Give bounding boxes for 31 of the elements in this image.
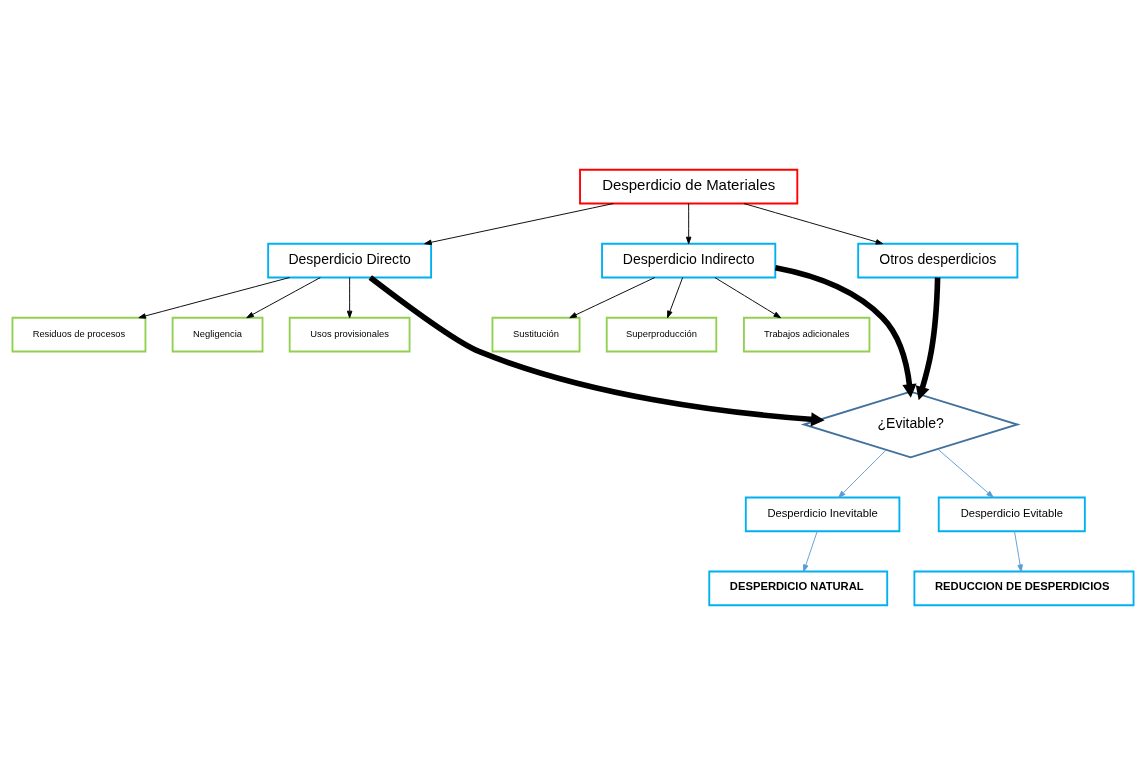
node-box: DESPERDICIO NATURAL <box>708 570 889 606</box>
arrow <box>368 274 825 426</box>
arrow <box>138 276 291 319</box>
arrow <box>937 448 994 498</box>
node-box: Trabajos adicionales <box>743 316 871 352</box>
arrow <box>774 264 917 398</box>
node-box: Desperdicio de Materiales <box>579 168 799 204</box>
arrow <box>838 448 887 498</box>
arrow <box>667 276 684 318</box>
node-box: Residuos de procesos <box>11 316 147 352</box>
arrow <box>1014 530 1023 572</box>
arrow <box>246 276 321 318</box>
arrow <box>685 202 692 244</box>
node-box: Desperdicio Indirecto <box>601 242 777 278</box>
node-box: Negligencia <box>171 316 264 352</box>
node-diamond: ¿Evitable? <box>800 390 1021 458</box>
node-box: Otros desperdicios <box>857 242 1019 278</box>
node-box: Desperdicio Evitable <box>937 496 1086 532</box>
arrow <box>569 276 656 318</box>
node-box: Usos provisionales <box>288 316 411 352</box>
node-box: Desperdicio Directo <box>267 242 433 278</box>
arrow <box>346 276 353 318</box>
node-box: REDUCCION DE DESPERDICIOS <box>913 570 1135 606</box>
arrow <box>714 276 781 318</box>
node-box: Sustitución <box>491 316 581 352</box>
arrow <box>803 530 818 572</box>
node-box: Superproducción <box>605 316 718 352</box>
node-box: Desperdicio Inevitable <box>744 496 901 532</box>
arrow <box>424 202 614 245</box>
arrow <box>915 277 941 400</box>
arrow <box>743 202 884 245</box>
